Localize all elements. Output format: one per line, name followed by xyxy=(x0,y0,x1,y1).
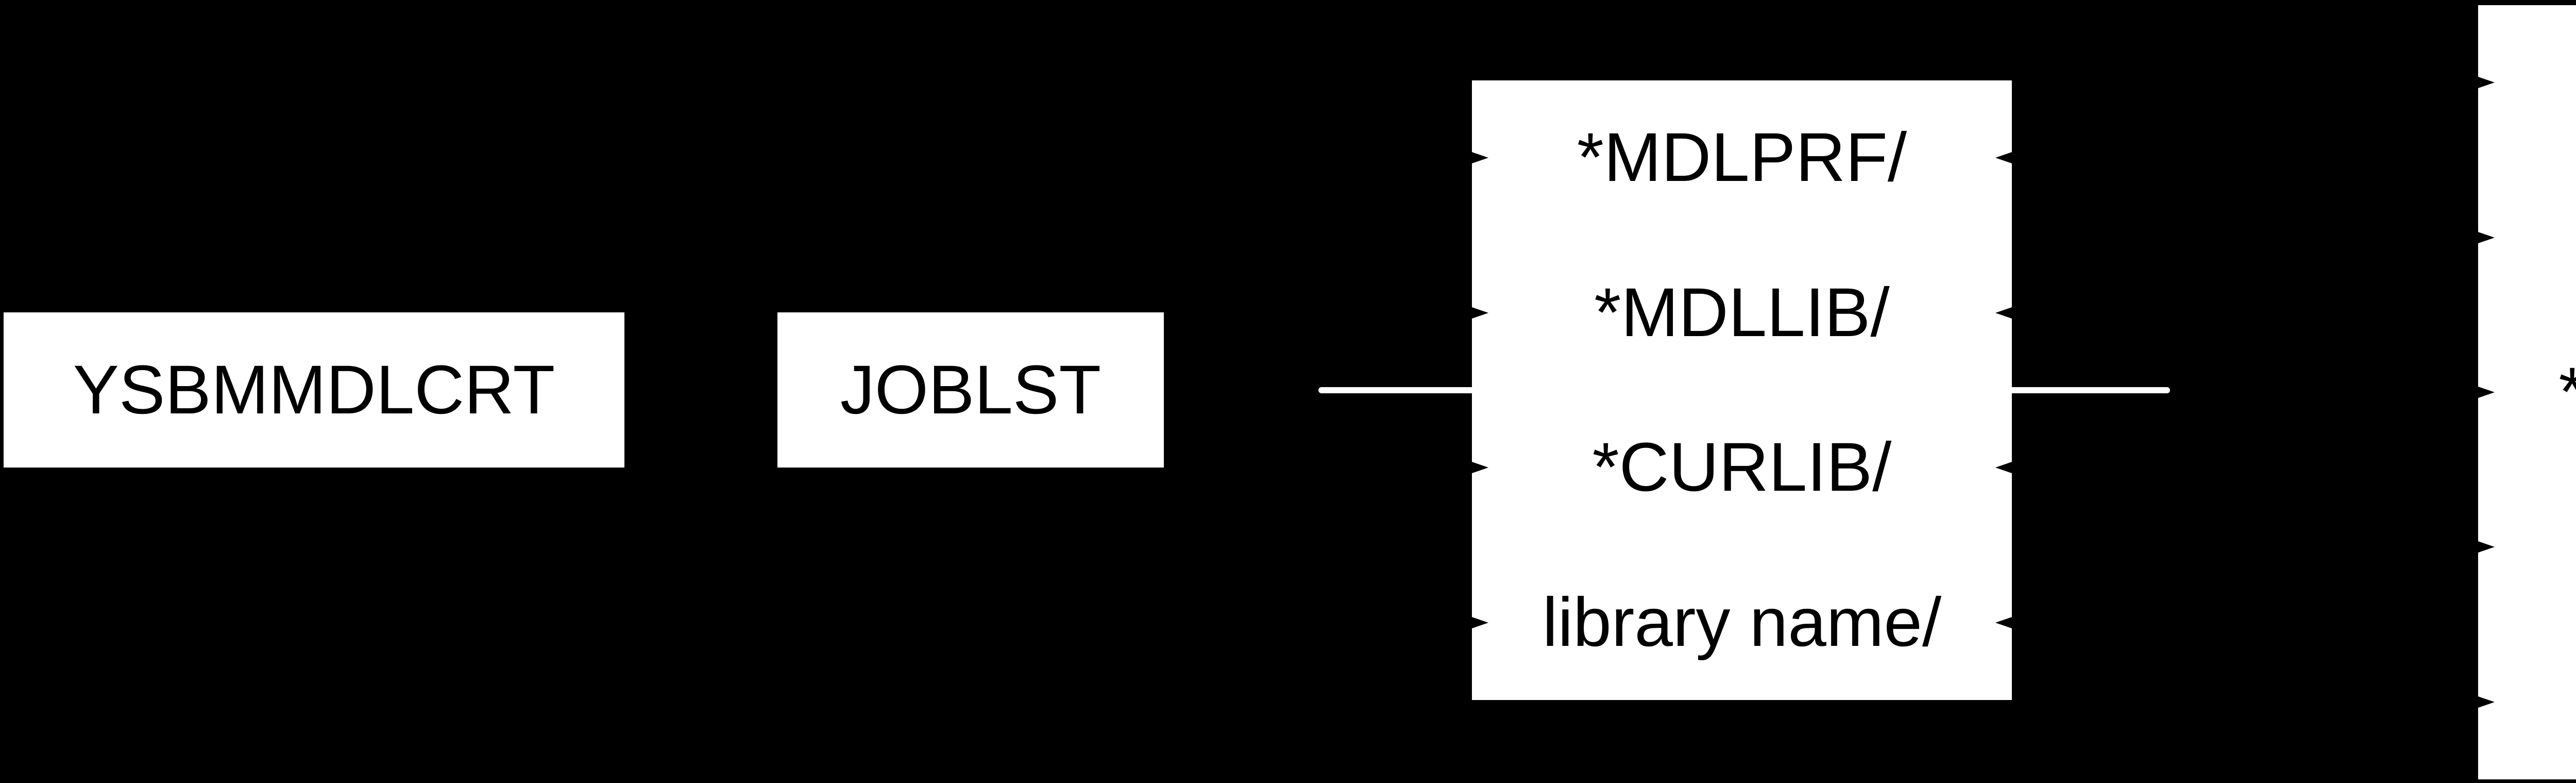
list-name-box: *MDLPRF *USER *SELECT(1) *WRKSTN list na… xyxy=(2478,5,2576,779)
row-tick-right-icon xyxy=(1995,462,2012,474)
row-tick-left-icon xyxy=(2478,541,2495,553)
library-option-label: *CURLIB/ xyxy=(1592,429,1892,506)
library-option-label: *MDLLIB/ xyxy=(1594,274,1890,351)
row-tick-left-icon xyxy=(1472,152,1488,164)
library-option-row: *CURLIB/ xyxy=(1472,390,2012,545)
flow-line-right xyxy=(2012,387,2170,393)
list-option-row: *WRKSTN xyxy=(2478,470,2576,624)
list-option-row: *USER xyxy=(2478,160,2576,314)
list-option-row: list name xyxy=(2478,625,2576,779)
row-tick-left-icon xyxy=(2478,387,2495,398)
library-option-row: library name/ xyxy=(1472,545,2012,701)
row-tick-left-icon xyxy=(1472,307,1488,319)
library-option-row: *MDLLIB/ xyxy=(1472,236,2012,391)
row-tick-right-icon xyxy=(1995,152,2012,164)
list-option-row: *SELECT(1) xyxy=(2478,315,2576,470)
row-tick-left-icon xyxy=(1472,617,1488,628)
row-tick-left-icon xyxy=(1472,462,1488,474)
row-tick-right-icon xyxy=(1995,617,2012,628)
library-option-label: library name/ xyxy=(1542,584,1942,661)
parameter-label: JOBLST xyxy=(840,351,1101,428)
library-option-label: *MDLPRF/ xyxy=(1577,119,1907,196)
row-tick-left-icon xyxy=(2478,77,2495,89)
row-tick-left-icon xyxy=(2478,231,2495,243)
list-option-label: *SELECT(1) xyxy=(2558,358,2576,427)
row-tick-right-icon xyxy=(1995,307,2012,319)
command-box: YSBMMDLCRT xyxy=(4,312,624,468)
library-qualifier-box: *MDLPRF/ *MDLLIB/ *CURLIB/ library name/ xyxy=(1472,80,2012,700)
list-option-row: *MDLPRF xyxy=(2478,5,2576,160)
library-option-row: *MDLPRF/ xyxy=(1472,80,2012,236)
command-label: YSBMMDLCRT xyxy=(73,351,555,428)
row-tick-left-icon xyxy=(2478,696,2495,708)
parameter-box: JOBLST xyxy=(777,312,1164,468)
flow-line-left xyxy=(1318,387,1472,393)
